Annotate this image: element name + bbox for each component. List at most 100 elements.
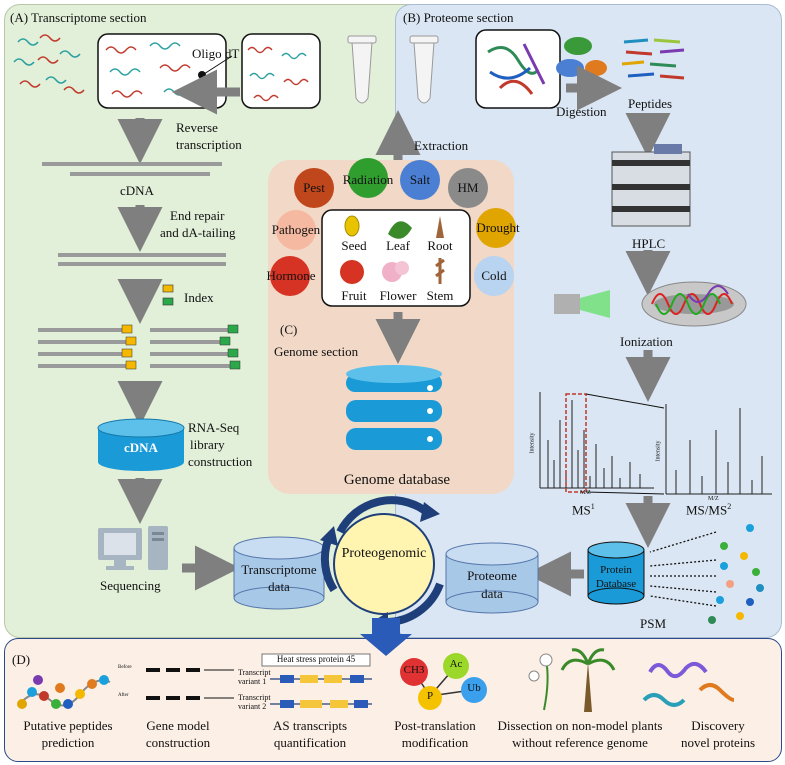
tissue-root: Root	[427, 238, 453, 253]
applications-section-tag: (D)	[12, 652, 31, 667]
gene-before-label: Before	[118, 665, 132, 670]
gene-after-label: After	[118, 693, 129, 698]
ms1-label: MS1	[572, 502, 595, 518]
digestion-label: Digestion	[556, 104, 607, 119]
stress-hm: HM	[457, 180, 479, 195]
tissue-stem: Stem	[426, 288, 454, 303]
proteome-data-icon	[445, 542, 539, 614]
ms1-spectrum	[539, 392, 654, 489]
repair-label-2: and dA-tailing	[160, 225, 236, 240]
stress-pest: Pest	[303, 180, 325, 195]
library-label-1: RNA-Seq	[188, 420, 240, 435]
app-novel-2: novel proteins	[680, 735, 755, 750]
stress-salt: Salt	[409, 172, 431, 187]
peptides-icon	[621, 38, 685, 80]
index-label: Index	[184, 290, 214, 305]
tissue-flower: Flower	[379, 288, 417, 303]
rna-box	[241, 33, 321, 109]
tissue-seed: Seed	[341, 238, 367, 253]
ptm-ac: Ac	[449, 658, 463, 670]
stress-radiation: Radiation	[342, 172, 394, 187]
protein-db-label-2: Database	[595, 578, 637, 590]
app-ptm-2: modification	[401, 735, 469, 750]
psm-label: PSM	[640, 616, 667, 631]
genome-database-icon	[346, 365, 442, 450]
proteome-data-label-1: Proteome	[467, 568, 517, 583]
ms2-mz-label: M/Z	[708, 496, 719, 502]
psm-dots	[708, 524, 764, 624]
tissue-leaf: Leaf	[386, 238, 410, 253]
genome-section-label: Genome section	[274, 344, 359, 359]
proteome-data-label-2: data	[481, 586, 503, 601]
hplc-icon	[611, 144, 691, 227]
reverse-label-1: Reverse	[176, 120, 218, 135]
as-title-label: Heat stress protein 45	[276, 654, 356, 664]
cdna-label: cDNA	[120, 183, 154, 198]
ms1-mz-label: M/Z	[580, 490, 591, 496]
ptm-ub: Ub	[467, 682, 481, 694]
cdna-db-label: cDNA	[124, 440, 158, 455]
ms2-intensity-label: Intensity	[655, 440, 662, 462]
plants-icon	[528, 648, 616, 712]
transcriptome-data-label-2: data	[268, 579, 290, 594]
digested-proteins-icon	[556, 37, 607, 77]
tube-icon	[347, 35, 439, 104]
variant2-label-a: Transcript	[238, 693, 271, 702]
novel-protein-icon	[642, 661, 735, 707]
app-plants-1: Dissection on non-model plants	[497, 718, 663, 733]
variant1-label-a: Transcript	[238, 668, 271, 677]
ionization-label: Ionization	[620, 334, 673, 349]
stress-drought: Drought	[476, 220, 520, 235]
ptm-ch3: CH3	[403, 664, 425, 676]
repair-label-1: End repair	[170, 208, 225, 223]
transcriptome-section-title: (A) Transcriptome section	[10, 10, 147, 25]
ptm-icon	[400, 653, 487, 710]
ms2-label: MS/MS2	[686, 502, 732, 518]
variant1-label-b: variant 1	[238, 677, 267, 686]
ionization-icon	[554, 281, 747, 327]
computer-icon	[98, 526, 168, 570]
app-novel-1: Discovery	[691, 718, 745, 733]
app-ptm-1: Post-translation	[394, 718, 476, 733]
transcriptome-data-label-1: Transcriptome	[241, 562, 317, 577]
app-plants-2: without reference genome	[512, 735, 648, 750]
as-transcripts-icon	[261, 653, 372, 708]
ptm-p: P	[426, 690, 434, 702]
app-gene-model-1: Gene model	[146, 718, 210, 733]
tissue-fruit: Fruit	[341, 288, 367, 303]
peptide-chain-icon	[17, 675, 111, 709]
hplc-label: HPLC	[632, 236, 666, 251]
app-as-2: quantification	[273, 735, 347, 750]
sequencing-label: Sequencing	[100, 578, 161, 593]
app-as-1: AS transcripts	[272, 718, 348, 733]
tissue-box	[321, 209, 471, 307]
index-yellow	[162, 284, 174, 293]
app-gene-model-2: construction	[145, 735, 211, 750]
variant2-label-b: variant 2	[238, 702, 267, 711]
oligo-dt-label: Oligo dT	[192, 46, 240, 61]
transcriptome-data-icon	[233, 536, 325, 610]
stress-pathogen: Pathogen	[271, 222, 321, 237]
stress-cold: Cold	[481, 268, 507, 283]
app-peptides-1: Putative peptides	[23, 718, 113, 733]
rna-scatter-icon	[13, 34, 85, 94]
stress-hormone: Hormone	[266, 268, 316, 283]
app-peptides-2: prediction	[41, 735, 95, 750]
genome-section-tag: (C)	[280, 322, 298, 337]
gene-model-icon	[146, 668, 234, 700]
index-green	[162, 297, 174, 306]
protein-database-icon	[587, 541, 645, 605]
extraction-label: Extraction	[414, 138, 469, 153]
protein-db-label-1: Protein	[600, 564, 632, 576]
proteogenomic-label: Proteogenomic	[341, 546, 427, 561]
ms2-spectrum	[665, 404, 772, 495]
library-label-2: library	[190, 437, 225, 452]
tissue-icons	[340, 215, 445, 284]
peptides-label: Peptides	[628, 96, 673, 111]
applications-panel	[4, 638, 782, 762]
ms1-intensity-label: Intensity	[529, 432, 536, 454]
proteome-section-title: (B) Proteome section	[403, 10, 514, 25]
reverse-label-2: transcription	[176, 137, 242, 152]
protein-box	[475, 29, 561, 109]
